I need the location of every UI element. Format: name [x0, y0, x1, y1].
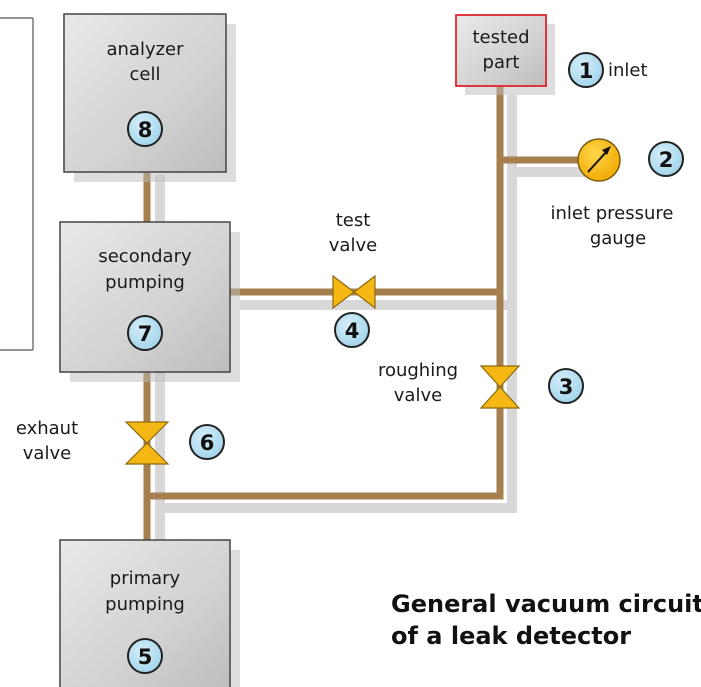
roughing-valve-badge [548, 368, 584, 404]
inlet-pressure-gauge: 2 inlet pressure gauge [550, 138, 684, 249]
primary-pumping-label-1: primary [110, 568, 181, 589]
roughing-valve-label-1: roughing [378, 360, 458, 381]
primary-pumping: primary pumping 5 [59, 539, 240, 687]
test-valve-badge [334, 312, 370, 348]
secondary-pumping-number: 7 [138, 322, 153, 346]
test-valve-icon [332, 274, 355, 310]
gauge-label-1: inlet pressure [550, 203, 673, 224]
test-valve-number: 4 [345, 319, 360, 343]
secondary-pumping-badge [127, 315, 163, 351]
roughing-valve-label-2: valve [394, 385, 442, 406]
caption-line-1: General vacuum circuit [391, 590, 701, 618]
test-valve: test valve 4 [329, 210, 377, 348]
roughing-valve: roughing valve 3 [378, 360, 584, 409]
analyzer-cell-label-2: cell [130, 64, 161, 85]
inlet-badge [568, 52, 604, 88]
roughing-valve-icon [479, 365, 521, 388]
inlet-marker: 1 inlet [568, 52, 648, 88]
caption-line-2: of a leak detector [391, 622, 631, 650]
analyzer-cell-number: 8 [138, 118, 153, 142]
tested-part-label-1: tested [472, 27, 529, 48]
analyzer-cell-label-1: analyzer [106, 39, 184, 60]
diagram-caption: General vacuum circuit of a leak detecto… [391, 590, 701, 650]
gauge-label-2: gauge [590, 228, 646, 249]
exhaust-valve-label-1: exhaut [16, 418, 78, 439]
analyzer-cell: analyzer cell 8 [63, 13, 236, 182]
exhaust-valve-number: 6 [200, 431, 215, 455]
roughing-valve-number: 3 [559, 375, 574, 399]
tested-part: tested part [455, 14, 555, 95]
exhaust-valve-icon [124, 421, 170, 444]
exhaust-valve-badge [189, 424, 225, 460]
exhaust-valve: exhaut valve 6 [16, 418, 225, 465]
left-frame-line [0, 17, 34, 351]
analyzer-cell-badge [127, 111, 163, 147]
primary-pumping-label-2: pumping [105, 594, 185, 615]
gauge-badge [648, 141, 684, 177]
exhaust-valve-label-2: valve [23, 443, 71, 464]
secondary-pumping-label-1: secondary [98, 246, 192, 267]
primary-pumping-number: 5 [138, 645, 153, 669]
inlet-number: 1 [579, 59, 594, 83]
inlet-label: inlet [608, 60, 648, 81]
test-valve-label-2: valve [329, 235, 377, 256]
primary-pumping-badge [127, 638, 163, 674]
secondary-pumping-label-2: pumping [105, 272, 185, 293]
secondary-pumping: secondary pumping 7 [59, 221, 240, 382]
test-valve-label-1: test [336, 210, 371, 231]
gauge-number: 2 [659, 148, 674, 172]
tested-part-label-2: part [483, 52, 520, 73]
